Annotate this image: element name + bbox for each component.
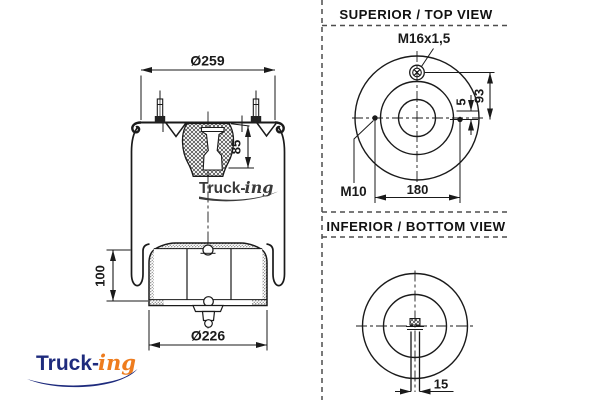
bump-stop (181, 122, 235, 177)
dim-top-diameter-label: Ø259 (190, 53, 224, 69)
plate-left-rib (165, 122, 187, 138)
dim-slot-width-label: 15 (434, 377, 448, 392)
svg-text:Truck-ing: Truck-ing (36, 350, 136, 375)
dim-stud-offset-label: 5 (454, 98, 469, 105)
dim-bottom-diameter-label: Ø226 (191, 328, 225, 344)
plate-right-rib (256, 122, 277, 138)
fitting-thread-label: M16x1,5 (398, 31, 451, 46)
dim-fitting-offset: 93 (425, 72, 495, 120)
dim-stud-spacing: 180 (374, 120, 461, 203)
dim-bumper-height: 85 (228, 123, 254, 169)
dim-fitting-offset-label: 93 (472, 89, 487, 103)
watermark-logo: Truck-ing (199, 178, 278, 202)
top-view-drawing: SUPERIOR / TOP VIEW M16x1,5 93 5 (339, 7, 495, 203)
bottom-slot (410, 331, 421, 392)
bottom-bolt-tip (204, 319, 213, 328)
piston-top-bolt (202, 244, 214, 256)
bellows-left-wall (130, 126, 150, 287)
bottom-view-title: INFERIOR / BOTTOM VIEW (326, 219, 505, 234)
bottom-view-drawing: INFERIOR / BOTTOM VIEW 15 (326, 219, 505, 395)
logo-text-secondary: ing (98, 350, 136, 375)
panel-frame (321, 0, 510, 400)
piston-bottom-bolt-head (203, 296, 214, 307)
dim-slot-width: 15 (395, 377, 454, 395)
fitting-leader-line (421, 48, 434, 67)
dim-piston-height-label: 100 (93, 265, 108, 287)
watermark-swoosh (199, 191, 278, 202)
stud-point-left (372, 115, 378, 121)
stud-point-right (457, 116, 463, 123)
bottom-washer (192, 304, 224, 313)
logo-text-primary: Truck- (36, 352, 99, 375)
watermark-text-primary: Truck- (199, 180, 246, 197)
piston (148, 242, 268, 328)
dim-top-diameter: Ø259 (140, 53, 276, 120)
bottom-center-bolt (406, 318, 424, 330)
top-view-title: SUPERIOR / TOP VIEW (339, 7, 492, 22)
watermark-text-secondary: ing (245, 178, 274, 197)
dim-stud-spacing-label: 180 (407, 182, 429, 197)
dim-piston-height: 100 (93, 249, 148, 302)
stud-thread-label: M10 (340, 184, 366, 199)
brand-logo: Truck-ing (27, 350, 138, 388)
svg-text:Truck-ing: Truck-ing (199, 178, 273, 197)
side-view-drawing: Ø259 (93, 53, 286, 351)
dim-bottom-diameter: Ø226 (148, 310, 268, 351)
dim-bumper-height-label: 85 (229, 140, 244, 154)
bottom-nut (201, 310, 216, 322)
bellows-right-wall (266, 126, 286, 287)
air-fitting: M16x1,5 (398, 31, 451, 81)
mounting-stud-left (154, 90, 166, 123)
dim-stud-offset: 5 (454, 95, 478, 135)
mounting-stud-right (250, 90, 262, 123)
stud-leader-line (353, 120, 374, 183)
logo-swoosh (27, 369, 138, 388)
